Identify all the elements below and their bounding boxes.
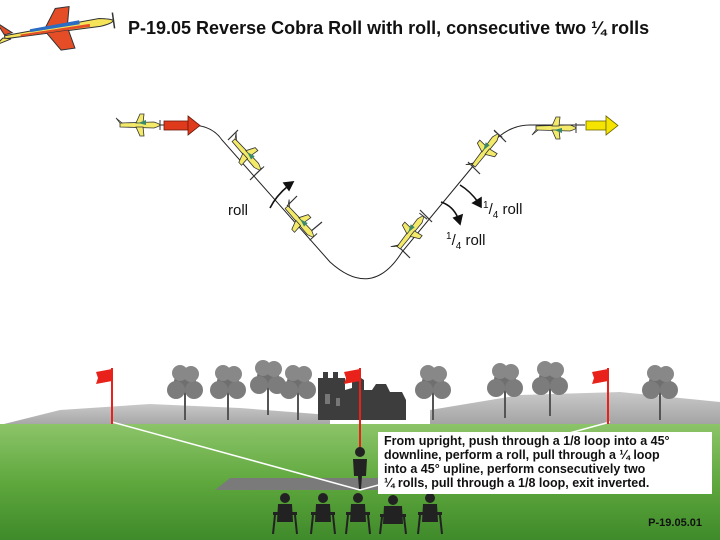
quarter-roll-arrow-upper-icon [459, 184, 482, 209]
aircraft-exit [531, 116, 577, 140]
description-line: ¼ rolls, pull through a 1/8 loop, exit i… [384, 476, 650, 490]
castle-silhouette [318, 372, 406, 420]
quarter-roll-label-lower: 1/4 roll [446, 231, 486, 252]
page-title: P-19.05 Reverse Cobra Roll with roll, co… [128, 18, 650, 38]
aircraft-downline-2 [275, 196, 323, 245]
figure-description: From upright, push through a 1/8 loop in… [378, 432, 712, 494]
fraction-denominator: 4 [492, 210, 499, 221]
left-marker-flag [96, 368, 113, 424]
aircraft-entry [115, 113, 161, 137]
roll-arrow-icon [269, 181, 295, 209]
quarter-roll-word: roll [502, 201, 523, 218]
fraction-numerator: 1 [446, 231, 452, 242]
aircraft-upline-1 [387, 208, 433, 259]
description-line: From upright, push through a 1/8 loop in… [384, 434, 670, 448]
description-line: downline, perform a roll, pull through a… [384, 448, 660, 462]
right-marker-flag [592, 368, 609, 424]
judges-silhouettes [272, 493, 443, 535]
flight-path [160, 124, 585, 280]
quarter-roll-arrow-lower-icon [440, 201, 464, 226]
exit-arrow-icon [585, 115, 619, 136]
roll-label-text: roll [228, 202, 249, 219]
background-hills [0, 392, 720, 430]
quarter-roll-word: roll [465, 232, 486, 249]
aircraft-downline-1 [222, 129, 270, 178]
aircraft-upline-2 [462, 126, 508, 177]
fraction-denominator: 4 [455, 241, 462, 252]
center-marker-flag [344, 368, 361, 455]
description-line: into a 45° upline, perform consecutively… [384, 462, 646, 476]
pilot-silhouette [353, 447, 367, 489]
fraction-numerator: 1 [483, 200, 489, 211]
roll-label: roll [228, 202, 248, 219]
logo-aircraft-icon [0, 5, 116, 51]
figure-code: P-19.05.01 [648, 517, 702, 529]
entry-arrow-icon [163, 115, 201, 136]
runway-strip [215, 478, 380, 490]
quarter-roll-label-upper: 1/4 roll [483, 200, 523, 221]
